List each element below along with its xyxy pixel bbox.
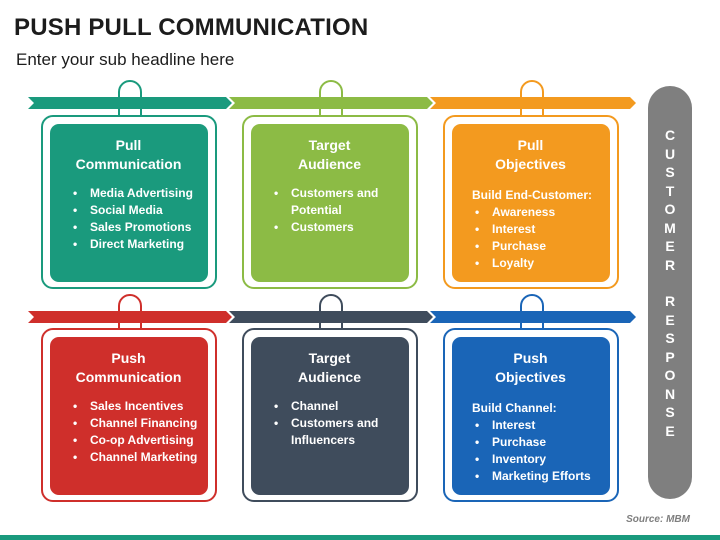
push-objectives-card: Push Objectives Build Channel: Interest … [452,337,610,495]
pull-card-outline-green [242,115,418,289]
push-objectives-subheading: Build Channel: [472,401,557,415]
list-item: Customers [268,219,399,236]
list-item: Purchase [469,434,600,451]
word-gap [648,274,692,292]
push-connector-blue [520,294,544,317]
push-card-outline-red [41,328,217,502]
pull-arrow-green [229,97,433,109]
title-line: Communication [75,156,182,172]
pull-connector-teal [118,80,142,103]
pull-card-outline-teal [41,115,217,289]
title-line: Audience [297,156,361,172]
push-audience-title: Target Audience [268,349,399,387]
list-item: Marketing Efforts [469,468,600,485]
list-item: Social Media [67,202,198,219]
push-connector-slate [319,294,343,317]
pull-card-outline-orange [443,115,619,289]
letter: O [664,201,676,217]
title-line: Audience [297,369,361,385]
list-item: Inventory [469,451,600,468]
pull-connector-orange [520,80,544,103]
push-connector-red [118,294,142,317]
title-line: Push [513,350,548,366]
pull-connector-green [319,80,343,103]
pull-objectives-subheading: Build End-Customer: [472,188,592,202]
title-line: Pull [115,137,142,153]
customer-response-bar: C U S T O M E R R E S P O N S E [648,86,692,499]
push-card-outline-blue [443,328,619,502]
source-note: Source: MBM [626,514,690,525]
push-arrow-red [28,311,232,323]
letter: E [665,311,675,328]
title-line: Objectives [495,156,566,172]
title-line: Pull [517,137,544,153]
push-communication-card: Push Communication Sales Incentives Chan… [50,337,208,495]
bottom-accent-bar [0,535,720,540]
title-line: Target [308,350,351,366]
letter: E [665,422,675,439]
pull-audience-card: Target Audience Customers and Potential … [251,124,409,282]
list-item: Channel Marketing [67,449,198,466]
letter: O [664,367,676,383]
letter: U [664,145,676,162]
list-item: Loyalty [469,255,600,272]
pull-communication-list: Media Advertising Social Media Sales Pro… [67,185,198,253]
letter: R [664,293,676,309]
list-item: Customers and Potential [268,185,399,219]
push-audience-list: Channel Customers and Influencers [268,398,399,449]
pull-objectives-list: Awareness Interest Purchase Loyalty [469,204,600,272]
letter: S [665,404,675,420]
push-card-outline-slate [242,328,418,502]
title-line: Target [308,137,351,153]
page-subtitle: Enter your sub headline here [16,50,235,69]
letter: R [664,256,676,273]
list-item: Sales Incentives [67,398,198,415]
letter: S [665,330,675,346]
push-arrow-blue [430,311,636,323]
list-item: Awareness [469,204,600,221]
letter: T [665,182,675,199]
list-item: Co-op Advertising [67,432,198,449]
pull-arrow-teal [28,97,232,109]
title-line: Communication [75,369,182,385]
pull-objectives-title: Pull Objectives [469,136,600,174]
list-item: Customers and Influencers [268,415,399,449]
letter: C [664,127,676,143]
push-communication-title: Push Communication [67,349,198,387]
list-item: Sales Promotions [67,219,198,236]
list-item: Interest [469,221,600,238]
list-item: Interest [469,417,600,434]
title-line: Push [111,350,146,366]
pull-audience-list: Customers and Potential Customers [268,185,399,236]
letter: P [665,348,675,365]
push-arrow-slate [229,311,433,323]
list-item: Channel Financing [67,415,198,432]
list-item: Direct Marketing [67,236,198,253]
page-title: PUSH PULL COMMUNICATION [14,14,369,41]
customer-response-label: C U S T O M E R R E S P O N S E [648,126,692,440]
title-line: Objectives [495,369,566,385]
letter: E [665,238,675,254]
push-audience-card: Target Audience Channel Customers and In… [251,337,409,495]
push-objectives-title: Push Objectives [469,349,600,387]
letter: N [664,385,676,402]
letter: S [665,164,675,180]
list-item: Channel [268,398,399,415]
pull-objectives-card: Pull Objectives Build End-Customer: Awar… [452,124,610,282]
pull-arrow-orange [430,97,636,109]
push-communication-list: Sales Incentives Channel Financing Co-op… [67,398,198,466]
pull-audience-title: Target Audience [268,136,399,174]
list-item: Purchase [469,238,600,255]
push-objectives-list: Interest Purchase Inventory Marketing Ef… [469,417,600,485]
list-item: Media Advertising [67,185,198,202]
pull-communication-card: Pull Communication Media Advertising Soc… [50,124,208,282]
letter: M [664,219,676,236]
pull-communication-title: Pull Communication [67,136,198,174]
